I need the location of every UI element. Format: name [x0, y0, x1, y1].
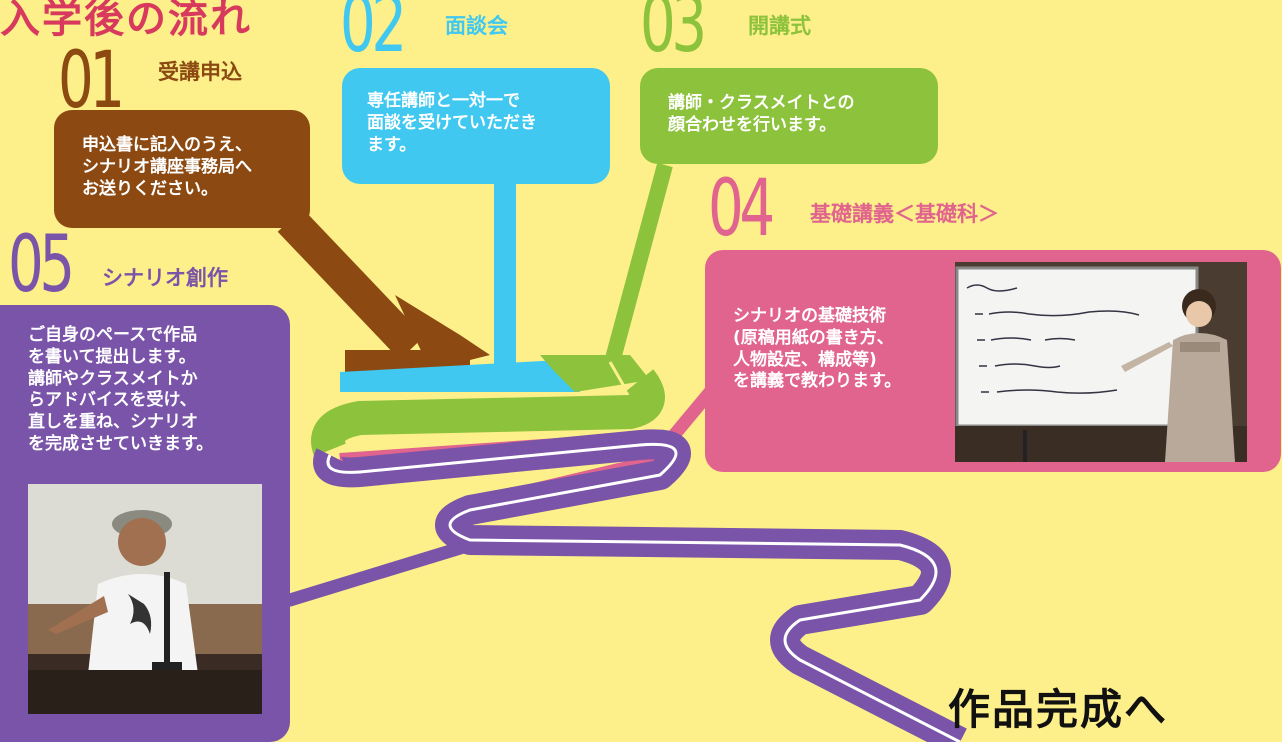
- lecture-photo: [955, 262, 1247, 462]
- green-road: [602, 162, 673, 373]
- step-03-number: 03: [640, 0, 707, 70]
- step-01-number: 01: [58, 36, 125, 126]
- step-04-number: 04: [708, 164, 775, 254]
- step-05-title: シナリオ創作: [102, 266, 228, 290]
- green-switchback: [311, 369, 665, 457]
- purple-road: [313, 429, 967, 742]
- step-05-number: 05: [8, 220, 75, 310]
- step-02-title: 面談会: [445, 14, 508, 38]
- brown-road: [277, 208, 425, 360]
- purple-connector: [283, 538, 477, 607]
- page-title: 入学後の流れ: [0, 0, 252, 42]
- step-02-box: 専任講師と一対一で 面談を受けていただき ます。: [342, 68, 610, 184]
- step-02-text: 専任講師と一対一で 面談を受けていただき ます。: [367, 91, 537, 155]
- step-03-title: 開講式: [748, 14, 811, 38]
- step-01-box: 申込書に記入のうえ、 シナリオ講座事務局へ お送りください。: [54, 110, 310, 228]
- step-03-text: 講師・クラスメイトとの 顔合わせを行います。: [668, 93, 855, 135]
- step-04-text: シナリオの基礎技術 (原稿用紙の書き方、 人物設定、構成等) を講義で教わります…: [733, 306, 902, 392]
- step-05-text: ご自身のペースで作品 を書いて提出します。 講師やクラスメイトか らアドバイスを…: [28, 325, 214, 454]
- step-01-text: 申込書に記入のうえ、 シナリオ講座事務局へ お送りください。: [82, 135, 252, 199]
- lecturer-photo: [28, 484, 262, 714]
- step-03-box: 講師・クラスメイトとの 顔合わせを行います。: [640, 68, 938, 164]
- step-04-title: 基礎講義＜基礎科＞: [810, 202, 999, 226]
- finish-label: 作品完成へ: [948, 685, 1169, 734]
- step-01-title: 受講申込: [158, 60, 242, 84]
- step-02-number: 02: [340, 0, 407, 70]
